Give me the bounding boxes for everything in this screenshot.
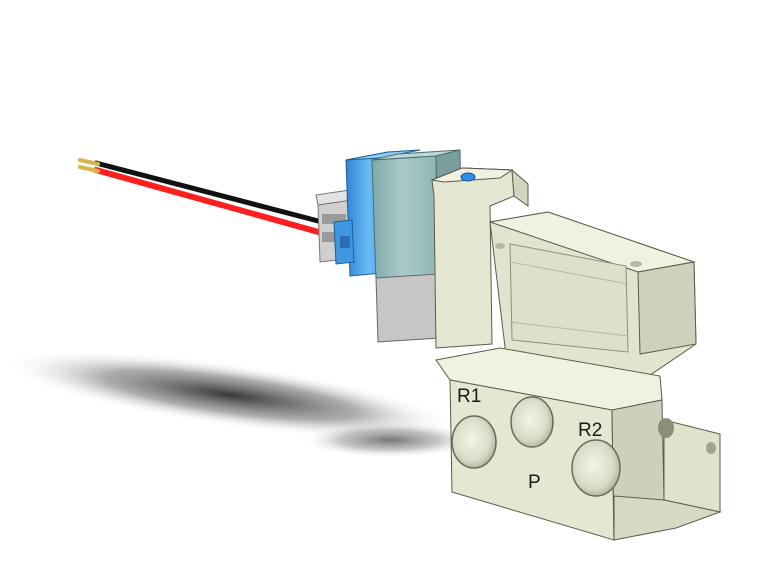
port-p-label: P [528, 472, 541, 493]
black-wire [93, 160, 325, 225]
indicator-icon [460, 172, 476, 182]
port-r2-label: R2 [578, 420, 602, 441]
port-r1-hole [451, 415, 497, 469]
sub-plate [435, 347, 722, 542]
port-p-hole [510, 396, 554, 448]
wire-tip-red [78, 165, 100, 173]
lead-wires [78, 158, 325, 236]
valve-body [489, 211, 697, 387]
red-wire [93, 167, 325, 236]
pilot-head [430, 167, 529, 349]
port-r2-hole [571, 439, 621, 497]
port-r1-label: R1 [457, 386, 481, 407]
floor-shadow [2, 349, 480, 458]
mounting-hole-icon [658, 418, 674, 438]
wire-tip-black [78, 158, 100, 166]
